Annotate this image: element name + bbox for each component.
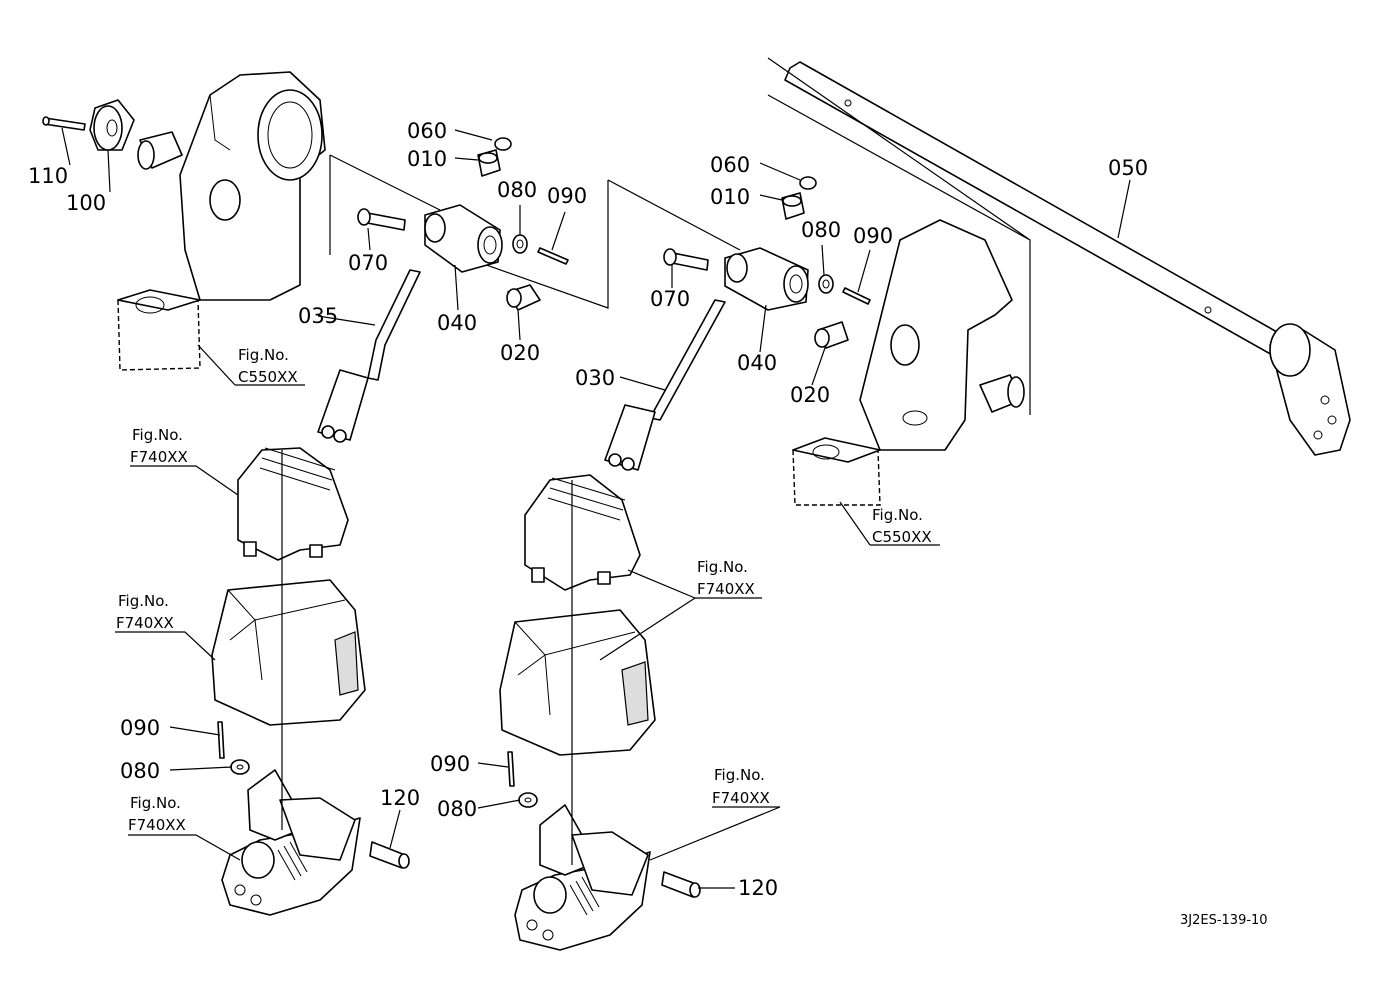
right-split-pin-090 — [842, 287, 871, 305]
fig-reference-c550xx-left: Fig.No. C550XX — [238, 346, 298, 386]
fig-ref-code: F740XX — [130, 448, 188, 466]
callout-070-left: 070 — [348, 251, 388, 275]
left-collar-100 — [89, 99, 135, 151]
callout-090-left: 090 — [547, 184, 587, 208]
fig-ref-label: Fig.No. — [238, 346, 289, 364]
callout-035: 035 — [298, 304, 338, 328]
fig-ref-label: Fig.No. — [714, 766, 765, 784]
fig-ref-code: C550XX — [238, 368, 298, 386]
right-bracket — [792, 219, 1013, 506]
left-valve-body — [221, 769, 361, 916]
callout-020-left: 020 — [500, 341, 540, 365]
fig-ref-code: F740XX — [116, 614, 174, 632]
left-bracket — [117, 71, 326, 371]
left-reference-lines — [329, 154, 609, 309]
right-washer-080b — [518, 792, 538, 808]
fig-reference-f740xx-valve-left: Fig.No. F740XX — [128, 794, 186, 834]
left-bushing — [137, 131, 183, 170]
callout-100: 100 — [66, 191, 106, 215]
right-rod-030 — [604, 299, 726, 471]
left-split-pin-090b — [217, 721, 225, 759]
right-valve-body — [514, 804, 651, 951]
right-nut-060 — [799, 176, 817, 190]
callout-010-left: 010 — [407, 147, 447, 171]
right-reference-lines — [767, 57, 1031, 415]
right-pin-120 — [661, 871, 701, 898]
fig-ref-label: Fig.No. — [118, 592, 169, 610]
left-pin-070 — [357, 208, 406, 231]
left-washer-080 — [512, 234, 528, 254]
right-rubber-boot — [524, 474, 641, 591]
fig-ref-label: Fig.No. — [872, 506, 923, 524]
callout-080-right: 080 — [801, 218, 841, 242]
fig-ref-label: Fig.No. — [132, 426, 183, 444]
callout-numbers: 110 100 060 010 080 090 070 040 020 035 … — [28, 119, 1148, 900]
right-yoke-040 — [724, 247, 809, 311]
right-cover-housing — [499, 609, 656, 756]
leader-lines — [61, 127, 1131, 889]
left-collar-010 — [477, 149, 501, 177]
fig-reference-f740xx-boot-left: Fig.No. F740XX — [130, 426, 188, 466]
callout-050: 050 — [1108, 156, 1148, 180]
right-block-020 — [814, 321, 849, 349]
callout-080-left: 080 — [497, 178, 537, 202]
callout-090-right-lower: 090 — [430, 752, 470, 776]
left-block-020 — [506, 284, 541, 311]
callout-090-left-lower: 090 — [120, 716, 160, 740]
fig-reference-f740xx-boot-right: Fig.No. F740XX — [697, 558, 755, 598]
callout-080-right-lower: 080 — [437, 797, 477, 821]
right-bushing — [979, 374, 1025, 413]
fig-ref-code: F740XX — [712, 789, 770, 807]
callout-040-right: 040 — [737, 351, 777, 375]
fig-ref-label: Fig.No. — [697, 558, 748, 576]
left-rubber-boot — [237, 447, 349, 561]
fig-ref-code: C550XX — [872, 528, 932, 546]
left-pin-120 — [369, 841, 410, 869]
drawing-code: 3J2ES-139-10 — [1180, 913, 1268, 928]
left-split-pin-090 — [537, 247, 569, 265]
callout-070-right: 070 — [650, 287, 690, 311]
fig-reference-c550xx-right: Fig.No. C550XX — [872, 506, 932, 546]
left-nut-060 — [494, 137, 512, 151]
fig-reference-f740xx-cover-left: Fig.No. F740XX — [116, 592, 174, 632]
callout-010-right: 010 — [710, 185, 750, 209]
left-cover-housing — [211, 579, 366, 726]
callout-110: 110 — [28, 164, 68, 188]
right-collar-010 — [781, 192, 805, 220]
right-washer-080 — [818, 274, 834, 294]
callout-120-right: 120 — [738, 876, 778, 900]
left-pin-110 — [42, 116, 86, 131]
left-yoke-040 — [424, 204, 503, 273]
callout-030: 030 — [575, 366, 615, 390]
callout-040-left: 040 — [437, 311, 477, 335]
right-split-pin-090b — [507, 751, 515, 787]
fig-ref-code: F740XX — [128, 816, 186, 834]
right-pin-070 — [663, 248, 709, 271]
callout-120-left: 120 — [380, 786, 420, 810]
callout-090-right: 090 — [853, 224, 893, 248]
callout-060-right: 060 — [710, 153, 750, 177]
fig-ref-code: F740XX — [697, 580, 755, 598]
callout-060-left: 060 — [407, 119, 447, 143]
callout-080-left-lower: 080 — [120, 759, 160, 783]
right-cross-shaft-050 — [784, 61, 1351, 456]
left-washer-080b — [230, 759, 250, 775]
left-rod-035 — [317, 269, 421, 443]
callout-020-right: 020 — [790, 383, 830, 407]
fig-reference-f740xx-valve-right: Fig.No. F740XX — [712, 766, 770, 807]
fig-ref-label: Fig.No. — [130, 794, 181, 812]
right-linkage-line — [607, 179, 741, 251]
